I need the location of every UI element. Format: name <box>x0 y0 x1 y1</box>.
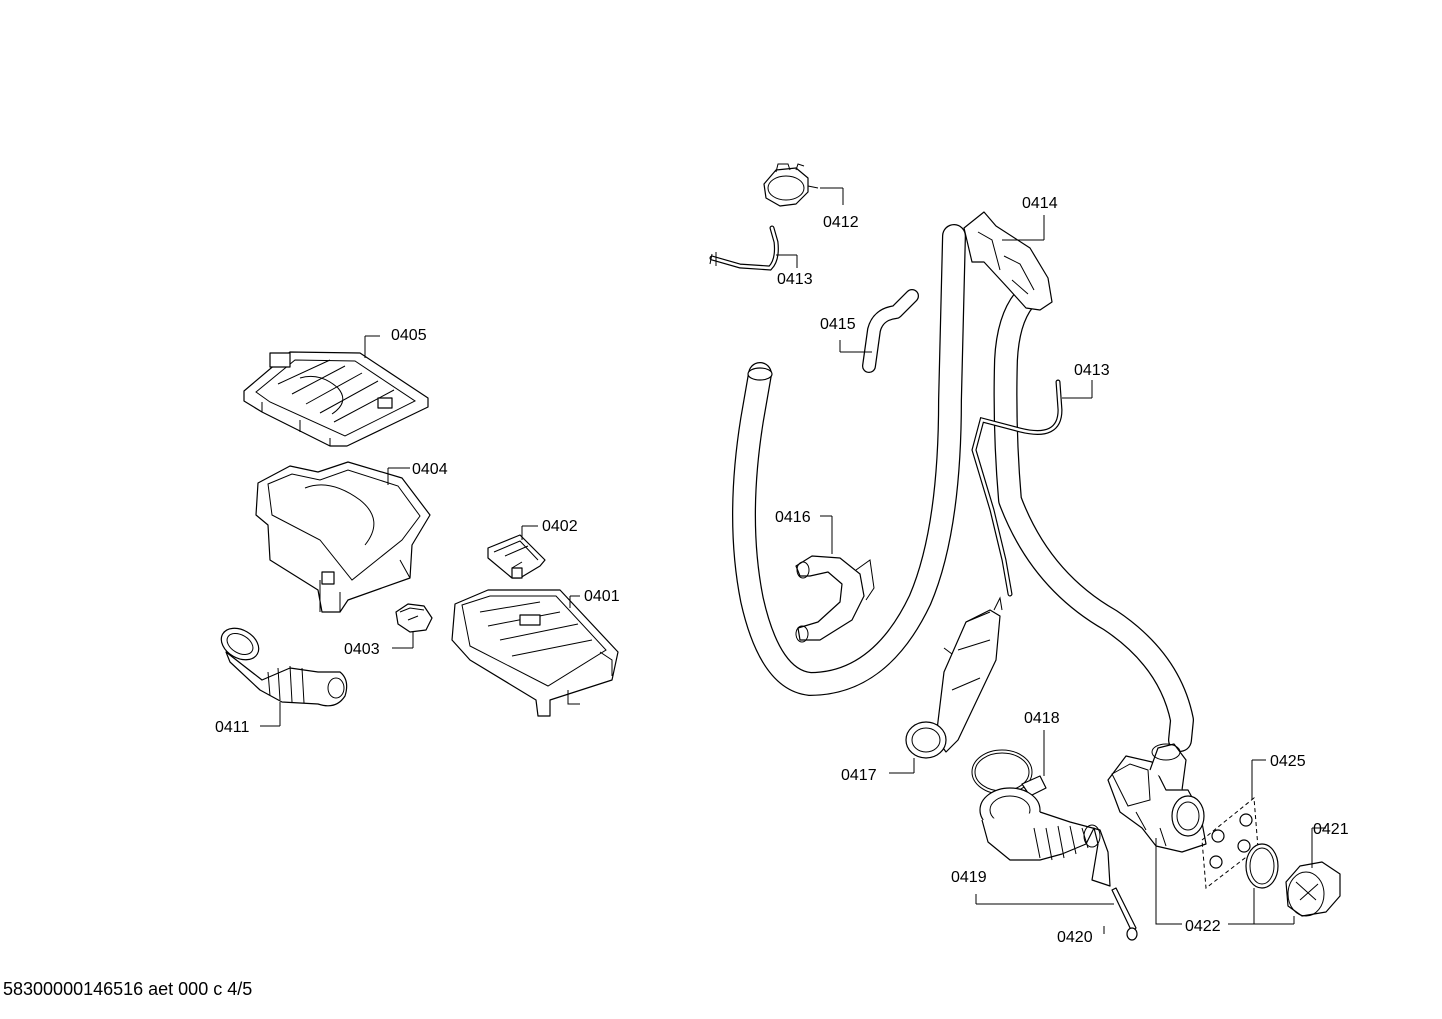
part-0401-drawer-body <box>451 589 619 717</box>
part-0417-tube-connector <box>889 596 1003 774</box>
callout-0416: 0416 <box>775 509 811 526</box>
part-0415-short-hose <box>839 289 919 373</box>
part-0403-clip <box>392 603 433 649</box>
part-0413-small-hose <box>709 225 798 271</box>
callout-0417: 0417 <box>841 767 877 784</box>
part-0414-main-hose <box>963 211 1194 752</box>
callout-0413-right: 0413 <box>1074 362 1110 379</box>
part-0413-long-hose <box>971 379 1093 597</box>
document-id-footer: 58300000146516 aet 000 c 4/5 <box>3 979 253 999</box>
callout-0405: 0405 <box>391 327 427 344</box>
callout-0415: 0415 <box>820 316 856 333</box>
part-0404-drawer-housing <box>255 461 431 613</box>
callout-0402: 0402 <box>542 518 578 535</box>
part-0412-pressure-switch <box>763 163 844 207</box>
callout-0404: 0404 <box>412 461 448 478</box>
callout-0413-top: 0413 <box>777 271 813 288</box>
callout-0403: 0403 <box>344 641 380 658</box>
callout-0411: 0411 <box>215 719 250 736</box>
callout-0422: 0422 <box>1185 918 1221 935</box>
drain-pump-body <box>1107 743 1207 925</box>
callout-0412: 0412 <box>823 214 859 231</box>
part-0416-drain-hose <box>732 224 966 696</box>
callout-0414: 0414 <box>1022 195 1058 212</box>
part-0419-sump-hose <box>975 787 1114 905</box>
callout-0425: 0425 <box>1270 753 1306 770</box>
part-0422-seal-leaders <box>1168 888 1295 925</box>
part-0418-hose-clamp <box>971 730 1047 797</box>
callout-0419: 0419 <box>951 869 987 886</box>
part-0405-drawer-cover <box>243 335 429 447</box>
part-0402-insert <box>487 525 546 579</box>
callout-0401: 0401 <box>584 588 620 605</box>
callout-0421: 0421 <box>1313 821 1349 838</box>
callout-0420: 0420 <box>1057 929 1093 946</box>
part-0425-screw-set <box>1201 759 1266 889</box>
callout-0418: 0418 <box>1024 710 1060 727</box>
part-0421-filter <box>1245 827 1341 917</box>
part-0411-bellows-hose <box>220 627 348 727</box>
part-0420-rod <box>1103 887 1138 941</box>
